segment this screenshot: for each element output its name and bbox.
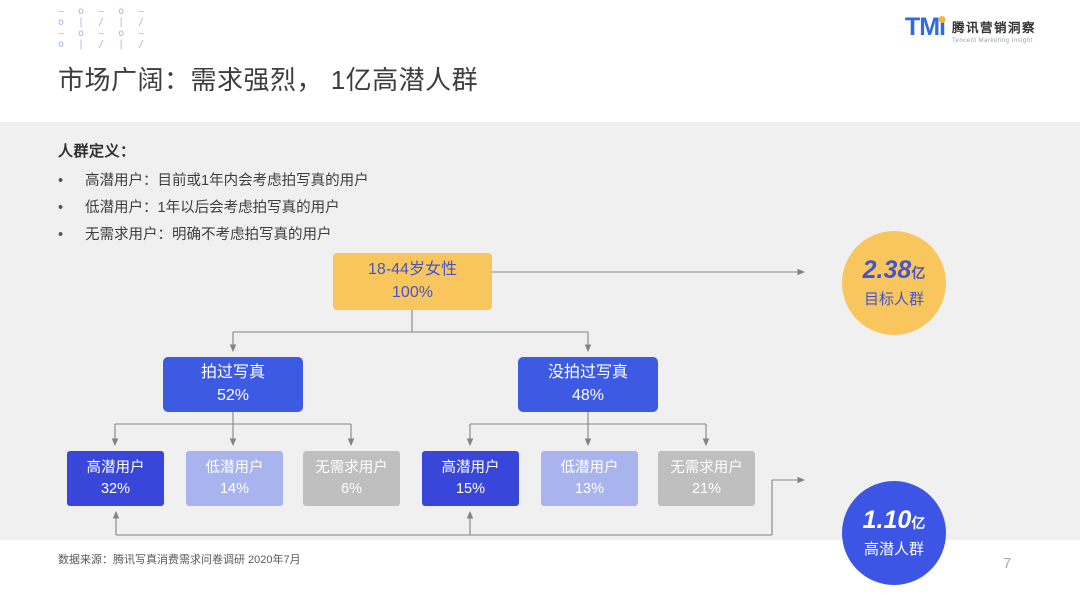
target-audience-circle: 2.38亿 目标人群 [842, 231, 946, 335]
circle-number: 2.38亿 [862, 256, 926, 285]
node-value: 15% [455, 480, 486, 497]
definition-item: • 无需求用户：明确不考虑拍写真的用户 [58, 222, 369, 249]
node-value: 48% [571, 386, 605, 404]
logo-wordmark: 腾讯营销洞察 Tencent Marketing Insight [952, 17, 1036, 44]
definition-text: 高潜用户：目前或1年内会考虑拍写真的用户 [85, 173, 369, 189]
node-value: 32% [100, 480, 131, 497]
node-label: 18-44岁女性 [368, 261, 457, 279]
node-no-need-left: 无需求用户 6% [303, 451, 400, 506]
decoration-row: – o – o – [58, 6, 149, 17]
node-high-potential-right: 高潜用户 15% [422, 451, 519, 506]
bullet-icon: • [58, 227, 64, 243]
node-high-potential-left: 高潜用户 32% [67, 451, 164, 506]
node-value: 100% [392, 283, 433, 301]
bullet-icon: • [58, 200, 64, 216]
definition-item: • 低潜用户：1年以后会考虑拍写真的用户 [58, 195, 369, 222]
node-no-photoshoot: 没拍过写真 48% [518, 357, 658, 412]
tmi-logo-icon: TMı [904, 13, 946, 41]
node-has-photoshoot: 拍过写真 52% [163, 357, 303, 412]
definitions-block: 人群定义： • 高潜用户：目前或1年内会考虑拍写真的用户 • 低潜用户：1年以后… [58, 140, 369, 249]
node-label: 无需求用户 [670, 460, 743, 477]
logo-yellow-dot-icon [938, 16, 946, 23]
node-label: 低潜用户 [560, 460, 619, 477]
node-value: 14% [219, 480, 250, 497]
decoration-row: o | / | / [58, 39, 149, 50]
circle-number: 1.10亿 [862, 506, 926, 535]
node-label: 无需求用户 [315, 460, 388, 477]
decoration-row: – o – o – [58, 28, 149, 39]
content-panel: 人群定义： • 高潜用户：目前或1年内会考虑拍写真的用户 • 低潜用户：1年以后… [0, 122, 1080, 585]
node-value: 6% [341, 480, 362, 497]
tmi-logo: TMı 腾讯营销洞察 Tencent Marketing Insight [904, 13, 1036, 45]
high-potential-circle: 1.10亿 高潜人群 [842, 481, 946, 585]
page-title: 市场广阔：需求强烈， 1亿高潜人群 [58, 65, 479, 95]
node-no-need-right: 无需求用户 21% [658, 451, 755, 506]
logo-name-en: Tencent Marketing Insight [951, 38, 1033, 44]
node-label: 没拍过写真 [547, 364, 628, 382]
definitions-heading: 人群定义： [58, 143, 136, 160]
logo-name-cn: 腾讯营销洞察 [951, 21, 1036, 35]
node-label: 低潜用户 [205, 460, 264, 477]
node-low-potential-left: 低潜用户 14% [186, 451, 283, 506]
decoration-row: o | / | / [58, 17, 149, 28]
decorative-pattern: – o – o – o | / | / – o – o – o | / | / [58, 6, 148, 50]
data-source-note: 数据来源：腾讯写真消费需求问卷调研 2020年7月 [58, 554, 301, 566]
node-value: 21% [691, 480, 722, 497]
circle-unit: 亿 [911, 515, 926, 532]
root-node-women-18-44: 18-44岁女性 100% [333, 253, 492, 310]
node-low-potential-right: 低潜用户 13% [541, 451, 638, 506]
circle-label: 目标人群 [863, 290, 924, 308]
node-label: 高潜用户 [86, 460, 145, 477]
node-value: 13% [574, 480, 605, 497]
node-label: 高潜用户 [441, 460, 500, 477]
node-value: 52% [216, 386, 250, 404]
circle-unit: 亿 [911, 265, 926, 282]
node-label: 拍过写真 [200, 364, 265, 382]
page-number: 7 [1003, 555, 1012, 572]
bullet-icon: • [58, 173, 64, 189]
circle-label: 高潜人群 [863, 540, 924, 558]
definition-text: 低潜用户：1年以后会考虑拍写真的用户 [85, 200, 340, 216]
definition-item: • 高潜用户：目前或1年内会考虑拍写真的用户 [58, 168, 369, 195]
definition-text: 无需求用户：明确不考虑拍写真的用户 [85, 227, 332, 243]
